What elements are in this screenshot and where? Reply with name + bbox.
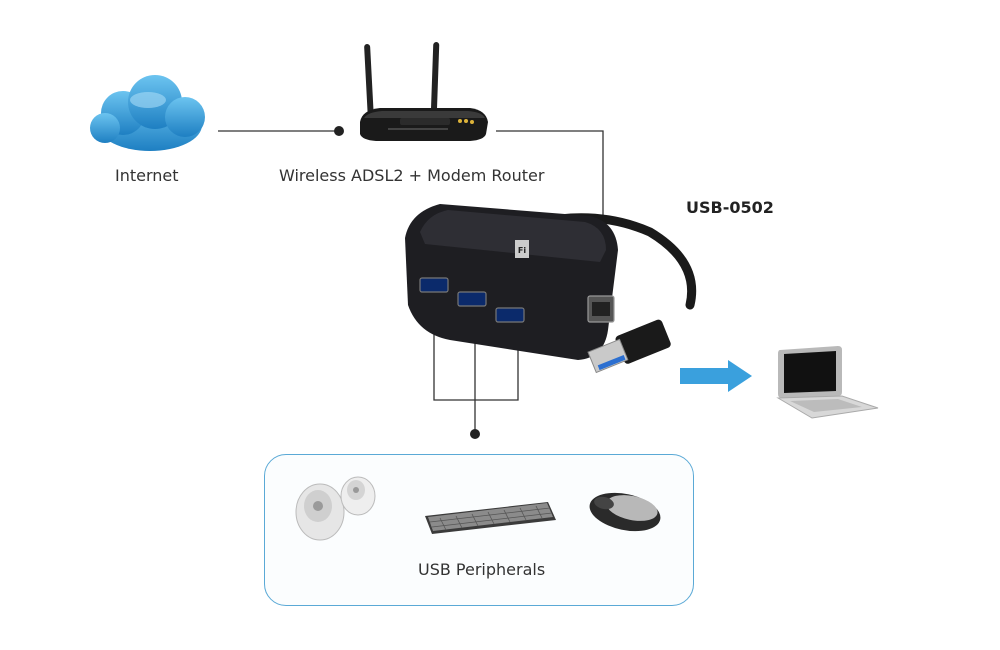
usb-peripherals-label: USB Peripherals — [418, 560, 546, 579]
router-label: Wireless ADSL2 + Modem Router — [279, 166, 545, 185]
internet-label: Internet — [115, 166, 179, 185]
router-connection-dot — [334, 126, 344, 136]
peripherals-connection-dot — [470, 429, 480, 439]
ports-bracket-line — [433, 300, 519, 401]
model-label: USB-0502 — [686, 198, 774, 217]
svg-text:Fi: Fi — [518, 246, 526, 255]
